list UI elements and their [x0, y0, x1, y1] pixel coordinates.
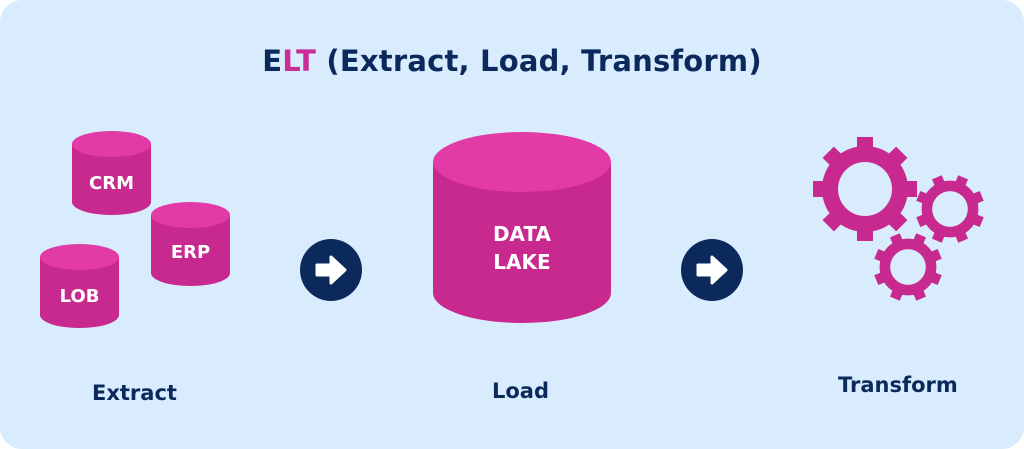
step-label-load: Load — [492, 379, 550, 403]
title-rest: (Extract, Load, Transform) — [316, 44, 762, 78]
gears-icon — [800, 130, 1000, 312]
step-label-transform: Transform — [838, 373, 958, 397]
small-gear-icon — [863, 222, 953, 312]
title-prefix: E — [262, 44, 283, 78]
diagram-title: ELT (Extract, Load, Transform) — [0, 44, 1024, 78]
arrow-right-circle-icon — [681, 239, 743, 301]
data-lake-label-line1: DATA — [492, 222, 552, 246]
source-label: CRM — [89, 173, 134, 194]
step-label-extract: Extract — [92, 381, 177, 405]
source-lob-database-icon: LOB — [40, 244, 119, 328]
source-crm-database-icon: CRM — [72, 131, 151, 215]
data-lake-label-line2: LAKE — [493, 250, 551, 274]
source-label: LOB — [59, 286, 100, 307]
large-gear-icon — [813, 137, 917, 241]
source-label: ERP — [170, 242, 211, 263]
medium-gear-icon — [905, 164, 995, 254]
data-lake-database-icon: DATA LAKE — [433, 132, 611, 324]
title-highlight: LT — [282, 44, 317, 78]
arrow-right-circle-icon — [300, 239, 362, 301]
source-erp-database-icon: ERP — [151, 202, 230, 286]
